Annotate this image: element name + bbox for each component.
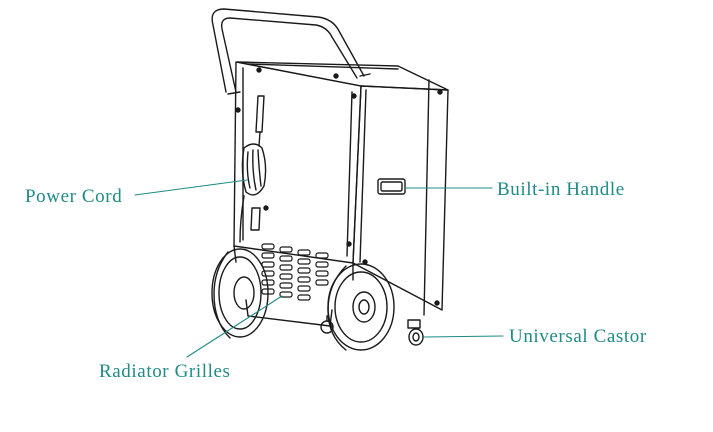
leader-line-castor bbox=[423, 335, 504, 338]
power-cord bbox=[239, 95, 267, 243]
right-wheel bbox=[327, 263, 395, 351]
radiator-grilles bbox=[261, 243, 329, 301]
label-universal-castor: Universal Castor bbox=[509, 326, 647, 347]
trolley-handle bbox=[211, 8, 371, 95]
label-built-in-handle: Built-in Handle bbox=[497, 179, 625, 200]
built-in-handle bbox=[377, 178, 406, 195]
label-power-cord: Power Cord bbox=[25, 186, 123, 207]
leader-line-grilles bbox=[186, 295, 283, 358]
label-radiator-grilles: Radiator Grilles bbox=[99, 361, 231, 382]
left-wheel bbox=[211, 248, 269, 339]
side-panel bbox=[352, 79, 449, 316]
front-castor bbox=[320, 315, 334, 334]
leader-line-power bbox=[134, 179, 248, 196]
universal-castor bbox=[407, 319, 424, 346]
top-panel bbox=[236, 61, 449, 91]
leader-lines bbox=[134, 179, 504, 358]
